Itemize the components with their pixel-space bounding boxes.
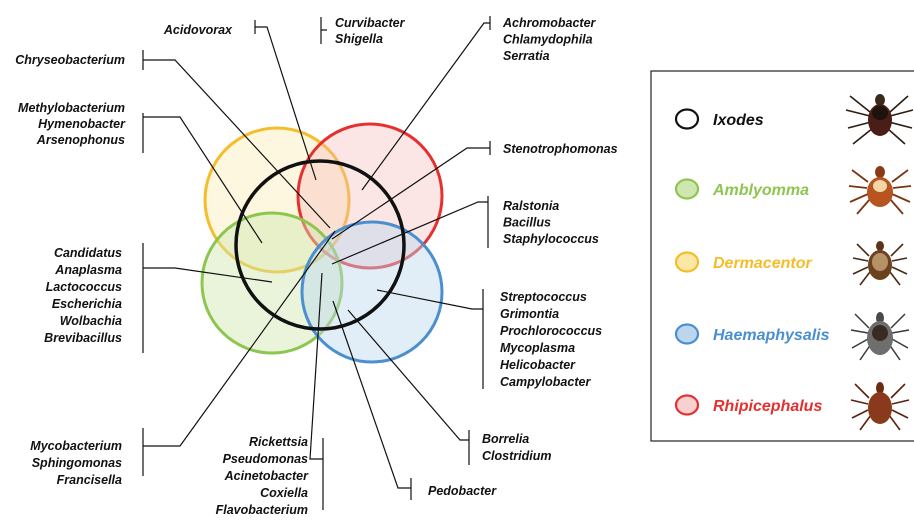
achromobacter-leader	[361, 16, 491, 191]
ralstonia-leader	[331, 196, 489, 265]
methylobacterium-leader	[142, 113, 263, 244]
candidatus-leader	[142, 243, 273, 353]
acidovorax-label: Acidovorax	[163, 23, 233, 37]
ixodes-tick-icon	[845, 94, 914, 145]
ixodes-swatch-icon	[674, 108, 700, 130]
dermacentor-swatch-icon	[674, 251, 700, 273]
chryseobacterium-label: Chryseobacterium	[15, 53, 125, 67]
legend-item-dermacentor: Dermacentor	[674, 241, 908, 286]
amblyomma-tick-icon	[848, 166, 912, 215]
haemaphysalis-swatch-icon	[674, 323, 700, 345]
leader-lines	[142, 16, 491, 510]
amblyomma-swatch-icon	[674, 178, 700, 200]
stenotrophomonas-label: Stenotrophomonas	[503, 142, 618, 156]
legend-item-ixodes: Ixodes	[674, 94, 914, 145]
borrelia-leader	[347, 309, 470, 465]
legend-item-haemaphysalis: Haemaphysalis	[674, 312, 910, 361]
rhipicephalus-tick-icon	[850, 382, 910, 431]
rhipicephalus-swatch-icon	[674, 394, 700, 416]
legend: Ixodes Amblyomma Dermacentor	[650, 70, 914, 442]
acidovorax-leader	[254, 20, 317, 181]
curvibacter-leader	[320, 17, 327, 44]
streptococcus-leader	[376, 289, 484, 389]
legend-label-dermacentor: Dermacentor	[713, 255, 812, 272]
legend-label-haemaphysalis: Haemaphysalis	[713, 327, 830, 344]
legend-item-rhipicephalus: Rhipicephalus	[674, 382, 910, 431]
haemaphysalis-tick-icon	[850, 312, 910, 361]
legend-item-amblyomma: Amblyomma	[674, 166, 912, 215]
dermacentor-tick-icon	[852, 241, 908, 286]
stenotrophomonas-leader	[331, 141, 491, 240]
pedobacter-leader	[332, 300, 412, 500]
venn-circles	[200, 122, 444, 364]
mycobacterium-leader	[142, 230, 336, 476]
haemaphysalis-circle	[300, 220, 444, 364]
legend-label-amblyomma: Amblyomma	[712, 182, 809, 199]
legend-label-ixodes: Ixodes	[713, 112, 764, 129]
chryseobacterium-leader	[142, 50, 331, 229]
dermacentor-circle	[203, 126, 351, 274]
pedobacter-label: Pedobacter	[428, 484, 497, 498]
legend-label-rhipicephalus: Rhipicephalus	[713, 398, 822, 415]
ixodes-circle	[234, 159, 406, 331]
rickettsia-leader	[309, 272, 324, 510]
